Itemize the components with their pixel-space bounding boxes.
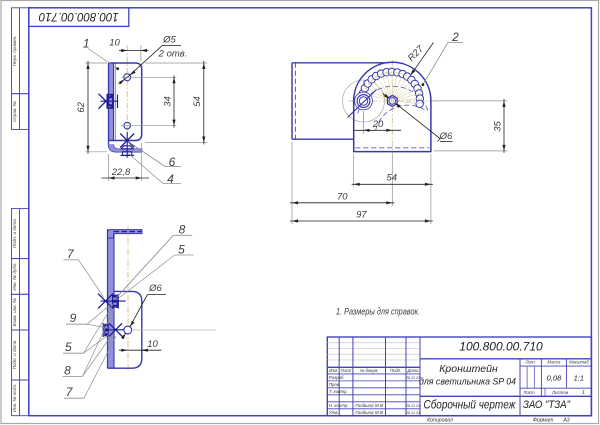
svg-text:34: 34: [162, 96, 173, 107]
svg-text:Формат: Формат: [533, 417, 554, 423]
svg-text:5: 5: [65, 340, 72, 354]
svg-text:Дата: Дата: [406, 368, 419, 373]
svg-text:9: 9: [70, 311, 77, 325]
svg-text:10: 10: [109, 38, 120, 49]
svg-text:Ø6: Ø6: [439, 131, 453, 142]
svg-text:20: 20: [372, 119, 384, 130]
svg-text:54: 54: [192, 96, 203, 107]
svg-text:54: 54: [387, 173, 398, 184]
svg-text:28.12.21: 28.12.21: [405, 404, 420, 408]
svg-text:Копировал: Копировал: [427, 417, 453, 423]
svg-text:Пров.: Пров.: [329, 382, 341, 387]
svg-text:Инв. № дубл.: Инв. № дубл.: [12, 262, 17, 290]
svg-text:Ø5: Ø5: [162, 34, 176, 45]
svg-text:100.800.00.710: 100.800.00.710: [38, 10, 119, 22]
svg-text:Голдына М.В: Голдына М.В: [355, 410, 383, 415]
svg-text:Масштаб: Масштаб: [569, 360, 589, 365]
svg-text:2 отв.: 2 отв.: [158, 48, 188, 59]
svg-text:Взам. инв. №: Взам. инв. №: [12, 298, 17, 326]
svg-text:0,08: 0,08: [547, 374, 562, 383]
svg-text:Н. контр.: Н. контр.: [329, 403, 349, 408]
svg-text:1:1: 1:1: [574, 374, 584, 383]
svg-text:ЗАО "ТЗА": ЗАО "ТЗА": [523, 399, 571, 411]
svg-text:Лист: Лист: [340, 368, 352, 373]
svg-text:100.800.00.710: 100.800.00.710: [459, 340, 543, 354]
svg-text:22,8: 22,8: [111, 167, 131, 178]
svg-text:Лит.: Лит.: [525, 360, 536, 365]
svg-text:1: 1: [83, 37, 90, 51]
svg-text:5: 5: [178, 243, 185, 257]
svg-text:для светильника SP 04: для светильника SP 04: [419, 377, 516, 388]
svg-text:Справ. №: Справ. №: [12, 101, 17, 122]
svg-text:Масса: Масса: [547, 360, 561, 365]
svg-text:№ докум.: № докум.: [360, 368, 378, 373]
svg-text:7: 7: [66, 385, 74, 399]
svg-text:Лист: Лист: [522, 390, 535, 395]
svg-text:Подп. и дата: Подп. и дата: [12, 340, 17, 369]
svg-text:4: 4: [167, 172, 174, 186]
svg-text:8: 8: [179, 223, 186, 237]
svg-text:7: 7: [67, 247, 75, 261]
svg-text:Изм: Изм: [329, 368, 337, 373]
svg-text:Разраб.: Разраб.: [329, 375, 345, 380]
svg-text:35: 35: [492, 121, 503, 132]
svg-text:62: 62: [76, 101, 87, 112]
svg-text:6: 6: [169, 155, 176, 169]
svg-text:70: 70: [337, 191, 348, 202]
svg-text:97: 97: [356, 209, 367, 220]
svg-text:Подп.: Подп.: [390, 368, 401, 373]
svg-text:28.12.21: 28.12.21: [405, 411, 420, 415]
svg-text:1. Размеры для справок.: 1. Размеры для справок.: [336, 307, 420, 317]
svg-text:Кронштейн: Кронштейн: [439, 363, 498, 375]
svg-text:2: 2: [451, 30, 459, 44]
svg-text:Листов: Листов: [551, 390, 569, 395]
svg-text:Ø6: Ø6: [148, 283, 162, 294]
svg-text:Инв. № подл.: Инв. № подл.: [12, 384, 17, 413]
svg-text:Сборочный чертеж: Сборочный чертеж: [424, 400, 517, 412]
svg-text:28.12.21: 28.12.21: [405, 376, 420, 380]
svg-text:Утв.: Утв.: [329, 410, 339, 415]
svg-text:Перв. примен.: Перв. примен.: [12, 36, 17, 67]
svg-text:8: 8: [64, 363, 71, 377]
svg-text:Подп. и дата: Подп. и дата: [12, 219, 17, 248]
svg-text:А3: А3: [562, 417, 569, 423]
svg-text:Голдына М.В: Голдына М.В: [355, 403, 383, 408]
svg-text:Т. контр.: Т. контр.: [329, 389, 348, 394]
svg-text:1: 1: [582, 390, 585, 396]
svg-text:10: 10: [147, 339, 158, 350]
